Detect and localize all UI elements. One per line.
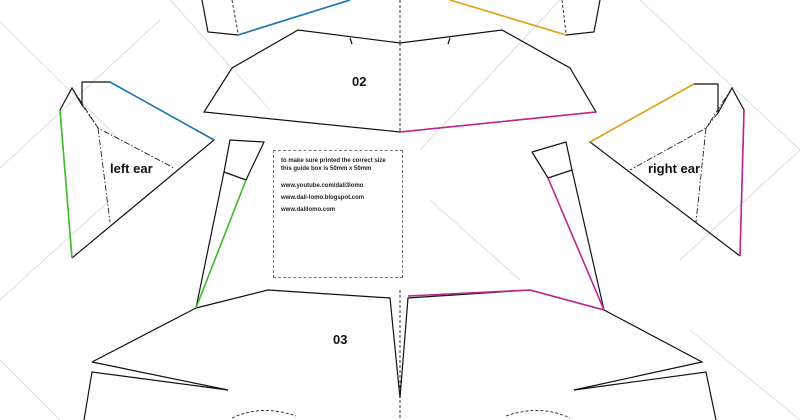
piece-02-edge-magenta [399, 111, 597, 133]
top-piece [201, 0, 601, 36]
guide-text-line2: this guide box is 50mm x 50mm [281, 166, 372, 172]
right-ear [588, 83, 745, 257]
guide-text-line1: to make sure printed the correct size [281, 158, 386, 164]
left-ear-edge-green [59, 109, 73, 259]
piece-02-number: 02 [352, 74, 367, 89]
blog-link: www.dali-lomo.blogspot.com [281, 195, 365, 201]
youtube-link: www.youtube.com/dali3lomo [281, 183, 364, 189]
bottom-piece [83, 371, 717, 420]
tab-edge-orange [449, 0, 567, 36]
left-ear-label: left ear [110, 161, 153, 176]
piece-03-edge-green [195, 179, 247, 309]
piece-03-edge-magenta-top [407, 289, 531, 297]
piece-02 [202, 29, 597, 133]
piece-03-edge-magenta-side [547, 177, 605, 311]
left-ear-edge-blue [109, 81, 215, 141]
right-ear-edge-orange [589, 83, 695, 143]
right-ear-edge-magenta [739, 109, 745, 257]
left-ear [59, 81, 216, 259]
tab-edge-blue [237, 0, 351, 36]
piece-03-edge-magenta-right [529, 289, 605, 311]
site-link: www.dalilomo.com [281, 207, 336, 213]
piece-03-number: 03 [333, 332, 348, 347]
size-guide-box [273, 150, 403, 278]
right-ear-label: right ear [648, 161, 701, 176]
piece-03 [91, 139, 704, 399]
